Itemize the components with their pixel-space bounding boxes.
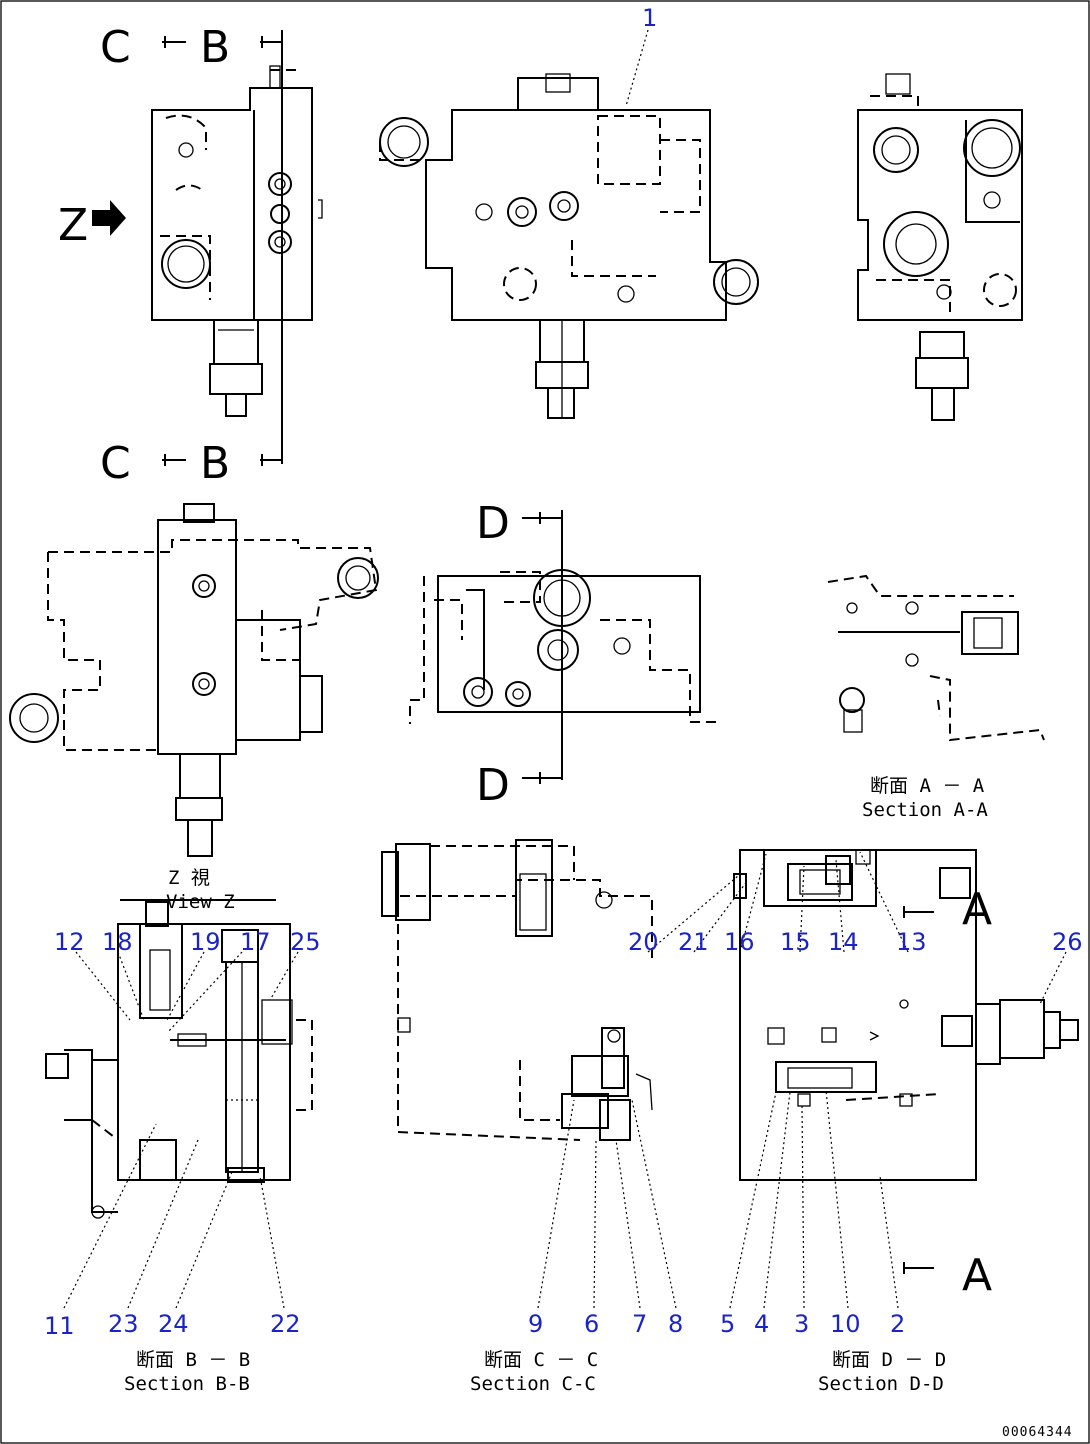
cut-label-cb-bottom: C B	[100, 438, 282, 489]
caption-section-a-a-jp: 断面 A － A	[870, 775, 985, 797]
part-number-17: 17	[240, 928, 271, 956]
caption-section-b-b-en: Section B-B	[124, 1373, 250, 1395]
cut-letter-d-top: D	[476, 498, 510, 549]
part-number-26: 26	[1052, 928, 1083, 956]
part-number-10: 10	[830, 1310, 861, 1338]
section-b-b	[45, 899, 313, 1219]
view-top-right	[857, 73, 1023, 421]
part-number-1: 1	[642, 4, 657, 32]
part-number-16: 16	[724, 928, 755, 956]
part-number-4: 4	[754, 1310, 769, 1338]
part-number-labels: 1 12 18 19 17 25 11 23 24 22 9 6 7 8 20 …	[44, 4, 1083, 1340]
part-number-15: 15	[780, 928, 811, 956]
cut-letter-b-bottom: B	[200, 438, 230, 489]
cut-letter-z: Z	[58, 200, 88, 251]
cut-label-a: A A	[903, 884, 992, 1301]
part-number-11: 11	[44, 1312, 75, 1340]
cut-letter-c-bottom: C	[100, 438, 131, 489]
part-number-22: 22	[270, 1310, 301, 1338]
section-d-d	[733, 849, 1079, 1181]
part-number-19: 19	[190, 928, 221, 956]
cut-letter-d-bottom: D	[476, 760, 510, 811]
part-number-13: 13	[896, 928, 927, 956]
part-number-20: 20	[628, 928, 659, 956]
part-number-21: 21	[678, 928, 709, 956]
part-number-6: 6	[584, 1310, 599, 1338]
cut-letter-a-top: A	[962, 884, 992, 935]
part-number-3: 3	[794, 1310, 809, 1338]
view-z	[9, 503, 379, 857]
part-number-2: 2	[890, 1310, 905, 1338]
cut-label-d: D D	[476, 498, 562, 811]
part-number-8: 8	[668, 1310, 683, 1338]
section-a-a	[827, 574, 1045, 742]
caption-section-c-c-jp: 断面 C － C	[484, 1349, 598, 1371]
part-number-23: 23	[108, 1310, 139, 1338]
part-number-24: 24	[158, 1310, 189, 1338]
part-number-9: 9	[528, 1310, 543, 1338]
view-top-center	[379, 73, 759, 419]
section-c-c	[381, 839, 653, 1141]
caption-section-c-c-en: Section C-C	[470, 1373, 596, 1395]
caption-view-z-jp: Z 視	[168, 867, 210, 889]
arrow-right-icon	[92, 200, 126, 236]
part-number-5: 5	[720, 1310, 735, 1338]
cut-letter-b-top: B	[200, 22, 230, 73]
caption-view-z-en: View Z	[166, 891, 235, 913]
part-number-12: 12	[54, 928, 85, 956]
cut-label-cb-top: C B	[100, 22, 282, 73]
view-z-arrow: Z	[58, 200, 126, 251]
view-top-left	[151, 30, 323, 464]
caption-section-b-b-jp: 断面 B － B	[136, 1349, 250, 1371]
part-number-18: 18	[102, 928, 133, 956]
leader-lines	[63, 29, 1067, 1309]
part-number-14: 14	[828, 928, 859, 956]
caption-section-d-d-jp: 断面 D － D	[832, 1349, 946, 1371]
cut-letter-a-bottom: A	[962, 1250, 992, 1301]
document-id: 00064344	[1002, 1425, 1073, 1440]
caption-section-d-d-en: Section D-D	[818, 1373, 944, 1395]
part-number-25: 25	[290, 928, 321, 956]
cut-letter-c-top: C	[100, 22, 131, 73]
caption-section-a-a-en: Section A-A	[862, 799, 988, 821]
part-number-7: 7	[632, 1310, 647, 1338]
view-middle-center	[409, 510, 720, 780]
